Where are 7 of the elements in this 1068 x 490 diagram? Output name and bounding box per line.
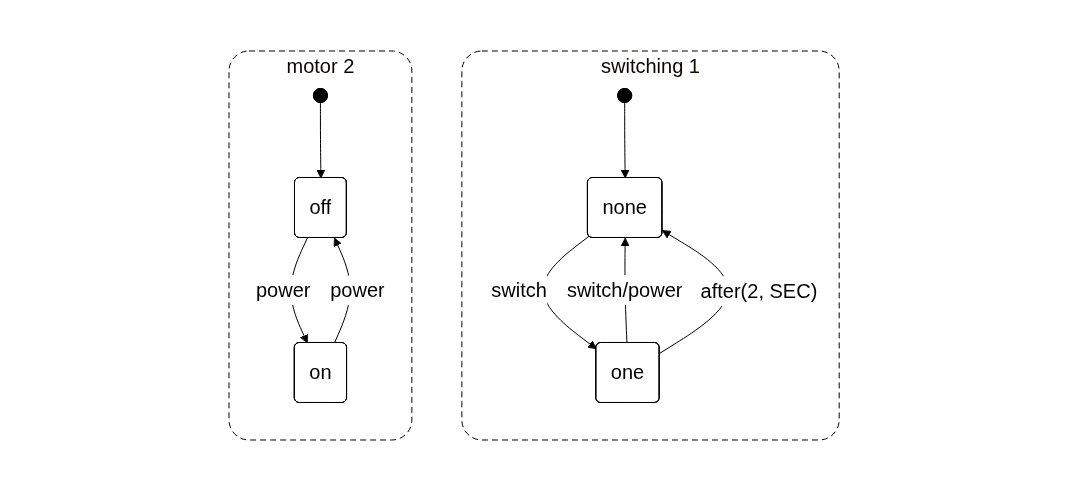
edge-label: switch [491, 278, 547, 301]
edge-label: switch/power [566, 278, 683, 301]
arrow [316, 101, 326, 178]
edge-label: power [255, 278, 311, 301]
edge-label: after(2, SEC) [700, 279, 818, 302]
edge-label: power [330, 278, 385, 301]
arrow [620, 101, 630, 178]
